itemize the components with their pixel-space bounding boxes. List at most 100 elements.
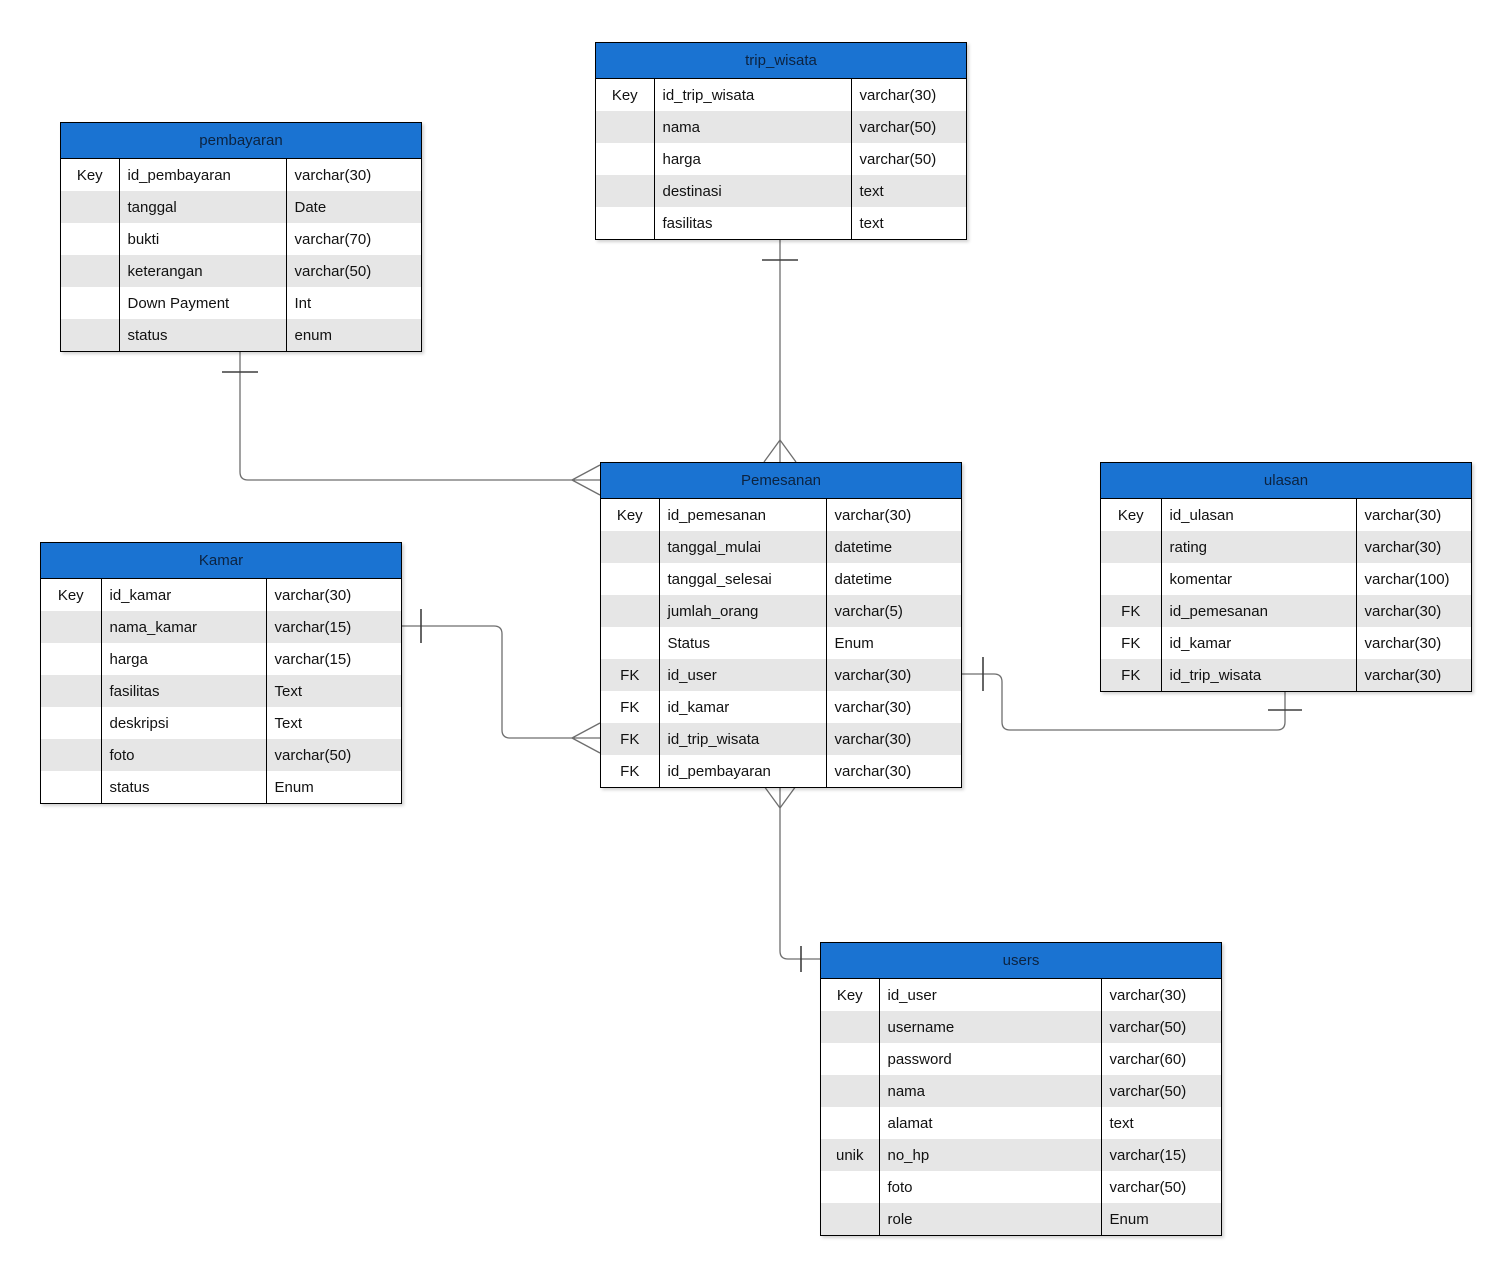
field-type: varchar(30) <box>834 730 912 748</box>
field-type: varchar(15) <box>1109 1146 1187 1164</box>
field-key-flag <box>601 627 660 659</box>
field-name: tanggal <box>119 191 287 223</box>
field-key-flag <box>1101 531 1162 563</box>
field-type: varchar(30) <box>1364 602 1442 620</box>
field-key-flag: Key <box>1101 499 1162 531</box>
field-name: id_pemesanan <box>1161 595 1357 627</box>
edge-line <box>960 673 1286 731</box>
relationship-pembayaran-pemesanan[interactable] <box>222 350 601 496</box>
entity-title-users: users <box>821 943 1221 979</box>
field-name: bukti <box>119 223 287 255</box>
field-type: text <box>859 214 884 232</box>
field-key-flag <box>821 1043 880 1075</box>
field-key-flag <box>596 111 655 143</box>
field-name: foto <box>879 1171 1102 1203</box>
field-type: varchar(30) <box>859 86 937 104</box>
field-name: harga <box>654 143 852 175</box>
entity-title-pemesanan: Pemesanan <box>601 463 961 499</box>
field-key-flag: Key <box>601 499 660 531</box>
field-name: id_ulasan <box>1161 499 1357 531</box>
field-type: varchar(30) <box>1364 666 1442 684</box>
field-type: varchar(50) <box>274 746 352 764</box>
field-type: varchar(30) <box>1109 986 1187 1004</box>
entity-title-trip_wisata: trip_wisata <box>596 43 966 79</box>
field-type: varchar(30) <box>834 762 912 780</box>
field-name: tanggal_selesai <box>659 563 827 595</box>
field-name: id_kamar <box>1161 627 1357 659</box>
field-name: fasilitas <box>654 207 852 239</box>
field-key-flag: FK <box>1101 659 1162 691</box>
many-crowfoot-marker <box>571 464 601 496</box>
field-type: varchar(50) <box>859 118 937 136</box>
field-name: id_trip_wisata <box>654 79 852 111</box>
field-type: varchar(30) <box>834 666 912 684</box>
field-key-flag <box>821 1203 880 1235</box>
field-key-flag <box>41 707 102 739</box>
field-name: username <box>879 1011 1102 1043</box>
field-name: password <box>879 1043 1102 1075</box>
field-type: text <box>1109 1114 1134 1132</box>
field-type: varchar(30) <box>294 166 372 184</box>
field-key-flag <box>601 595 660 627</box>
field-name: destinasi <box>654 175 852 207</box>
field-type: varchar(30) <box>274 586 352 604</box>
field-key-flag <box>1101 563 1162 595</box>
field-key-flag <box>821 1075 880 1107</box>
field-name: id_pemesanan <box>659 499 827 531</box>
field-name: nama <box>879 1075 1102 1107</box>
relationship-pemesanan-ulasan[interactable] <box>960 657 1302 731</box>
field-key-flag <box>821 1171 880 1203</box>
field-type: Enum <box>834 634 874 652</box>
field-key-flag: Key <box>41 579 102 611</box>
field-key-flag <box>41 739 102 771</box>
many-crowfoot-marker <box>571 722 601 754</box>
relationship-kamar-pemesanan[interactable] <box>400 609 601 754</box>
field-type: enum <box>294 326 333 344</box>
field-key-flag <box>61 319 120 351</box>
field-key-flag: Key <box>596 79 655 111</box>
relationship-trip_wisata-pemesanan[interactable] <box>762 238 798 463</box>
field-name: id_kamar <box>101 579 267 611</box>
field-name: foto <box>101 739 267 771</box>
field-key-flag: FK <box>601 723 660 755</box>
relationship-pemesanan-users[interactable] <box>763 785 820 972</box>
field-key-flag <box>596 175 655 207</box>
field-type: Int <box>294 294 312 312</box>
field-key-flag: FK <box>1101 595 1162 627</box>
field-name: nama_kamar <box>101 611 267 643</box>
field-key-flag <box>601 531 660 563</box>
field-type: varchar(30) <box>834 506 912 524</box>
field-type: varchar(30) <box>1364 506 1442 524</box>
field-name: id_user <box>879 979 1102 1011</box>
field-type: varchar(30) <box>1364 634 1442 652</box>
